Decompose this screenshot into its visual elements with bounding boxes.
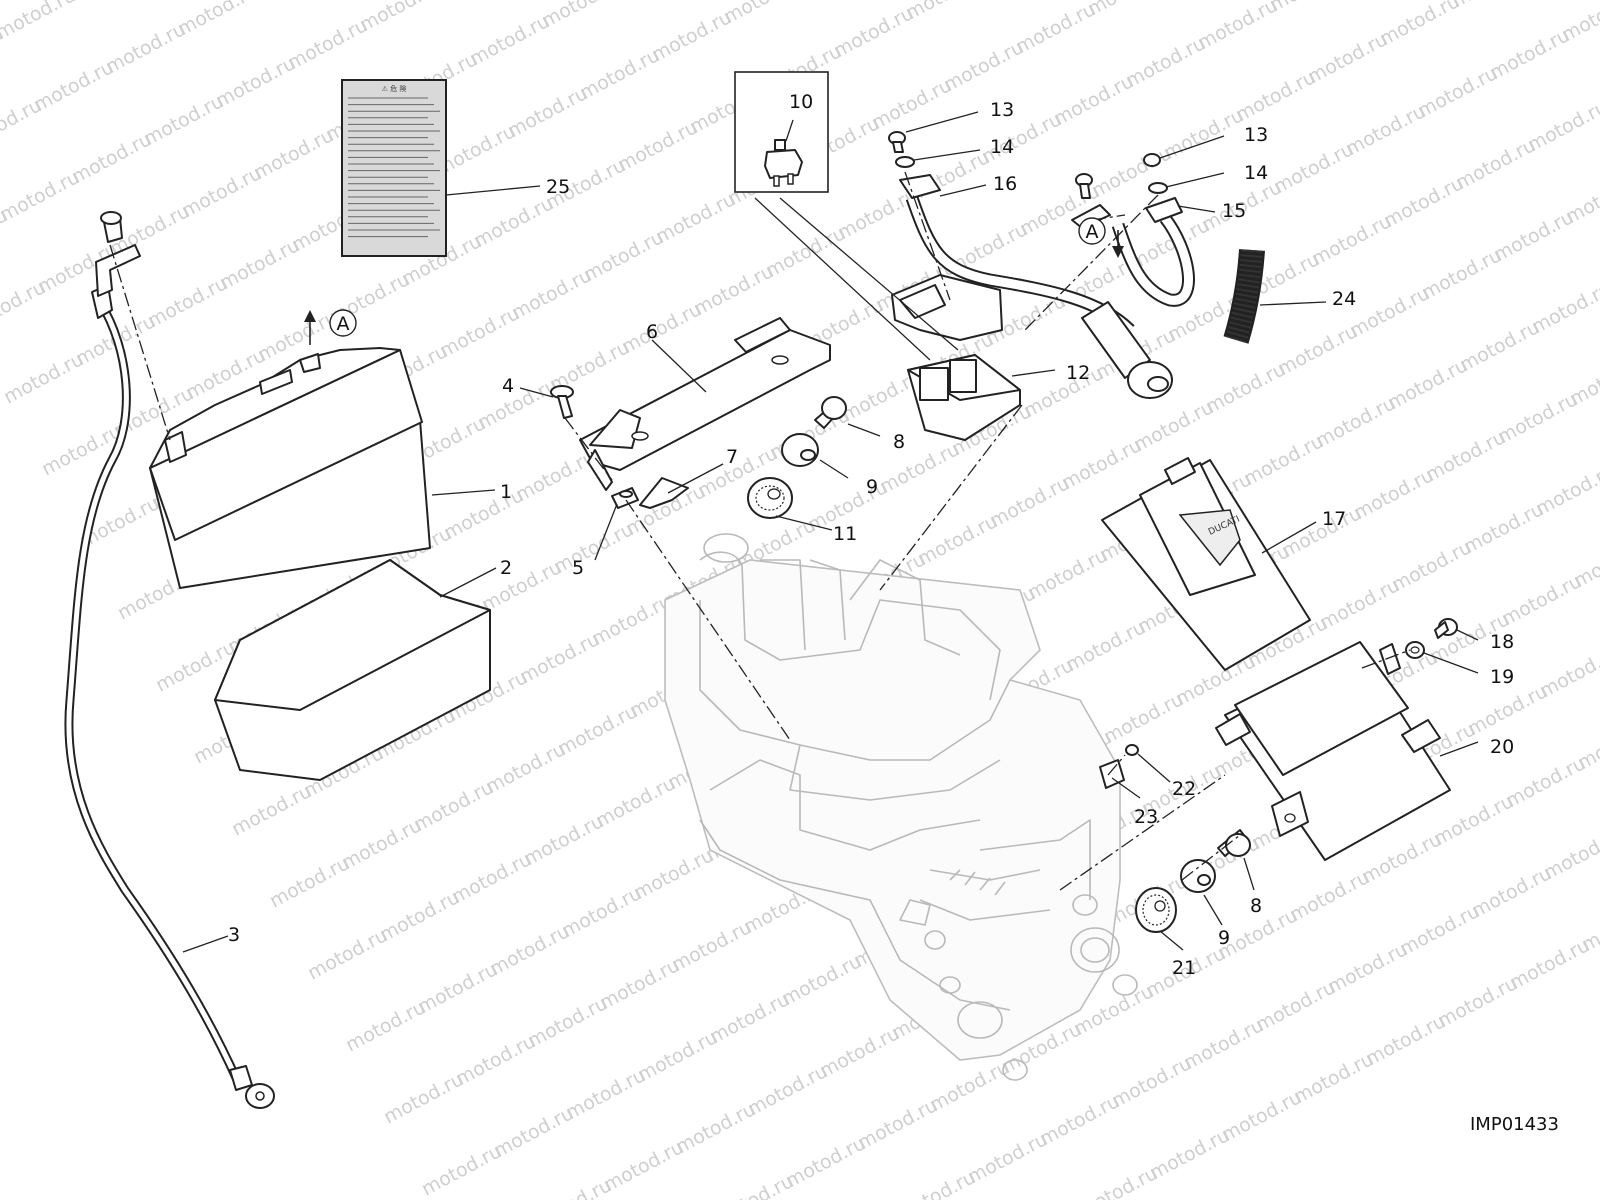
callout-leaders bbox=[182, 111, 1479, 953]
callout-5: 5 bbox=[572, 557, 584, 579]
callout-6: 6 bbox=[646, 321, 658, 343]
bolt-18 bbox=[1434, 618, 1458, 639]
protective-sleeve bbox=[1223, 249, 1265, 344]
callout-2: 2 bbox=[500, 557, 512, 579]
battery bbox=[149, 347, 431, 589]
callout-20: 20 bbox=[1490, 736, 1514, 758]
watermark-text: motod.ru bbox=[1562, 168, 1600, 228]
watermark-text: motod.ru bbox=[902, 0, 989, 24]
watermark-text: motod.ru bbox=[1532, 460, 1600, 520]
washer-14-right bbox=[1148, 182, 1168, 194]
callout-1: 1 bbox=[500, 481, 512, 503]
fuse-detail-box bbox=[734, 71, 829, 193]
watermark-text: motod.ru bbox=[246, 0, 333, 2]
callout-7: 7 bbox=[726, 446, 738, 468]
callout-9-upper: 9 bbox=[866, 476, 878, 498]
watermark-text: motod.ru bbox=[0, 0, 79, 44]
washer-9-upper bbox=[781, 433, 819, 467]
watermark-text: motod.ru bbox=[1194, 0, 1281, 54]
callout-13-left: 13 bbox=[990, 99, 1014, 121]
callout-13-right: 13 bbox=[1244, 124, 1268, 146]
callout-22: 22 bbox=[1172, 778, 1196, 800]
battery-warning-label: ⚠ 危 険 bbox=[341, 79, 447, 257]
callout-16: 16 bbox=[993, 173, 1017, 195]
washer-9-lower bbox=[1180, 859, 1216, 893]
screw-22 bbox=[1125, 744, 1139, 756]
watermark-text: motod.ru bbox=[538, 0, 625, 32]
watermark-text: motod.ru bbox=[356, 0, 443, 36]
clip-5 bbox=[611, 487, 639, 509]
battery-hold-down-bracket bbox=[579, 317, 831, 491]
view-marker-battery-letter: A bbox=[337, 313, 350, 335]
callout-12: 12 bbox=[1066, 362, 1090, 384]
callout-8-lower: 8 bbox=[1250, 895, 1262, 917]
screw-8-lower bbox=[1217, 829, 1251, 857]
relay-cover bbox=[891, 274, 1003, 341]
callout-9-lower: 9 bbox=[1218, 927, 1230, 949]
battery-rubber-pad bbox=[214, 559, 491, 781]
battery-positive-cable bbox=[1071, 197, 1195, 307]
washer-14-left bbox=[895, 156, 915, 168]
callout-14-right: 14 bbox=[1244, 162, 1268, 184]
watermark-text: motod.ru bbox=[1536, 642, 1600, 702]
ground-cable bbox=[64, 211, 275, 1109]
ducati-cover: DUCATI bbox=[1101, 457, 1311, 671]
bolt-13-left bbox=[888, 131, 906, 153]
watermark-text: motod.ru bbox=[1558, 0, 1600, 46]
figure-code: IMP01433 bbox=[1470, 1114, 1559, 1135]
watermark-text: motod.ru bbox=[1528, 278, 1600, 338]
watermark-text: motod.ru bbox=[1570, 532, 1600, 592]
screw-4 bbox=[550, 385, 574, 419]
battery-support-frame bbox=[664, 533, 1138, 1081]
callout-24: 24 bbox=[1332, 288, 1356, 310]
callout-14-left: 14 bbox=[990, 136, 1014, 158]
screw-8-upper bbox=[814, 396, 847, 429]
callout-3: 3 bbox=[228, 924, 240, 946]
electronic-housing bbox=[1215, 641, 1451, 861]
grommet-21-lower bbox=[1135, 887, 1177, 933]
watermark-text: motod.ru bbox=[1448, 0, 1535, 12]
callout-4: 4 bbox=[502, 375, 514, 397]
callout-8-upper: 8 bbox=[893, 431, 905, 453]
callout-19: 19 bbox=[1490, 666, 1514, 688]
watermark-text: motod.ru bbox=[1566, 350, 1600, 410]
watermark-text: motod.ru bbox=[1012, 0, 1099, 58]
callout-21: 21 bbox=[1172, 957, 1196, 979]
bolt-13-right bbox=[1143, 153, 1161, 167]
watermark-text: motod.ru bbox=[64, 0, 151, 6]
callout-15: 15 bbox=[1222, 200, 1246, 222]
callout-23: 23 bbox=[1134, 806, 1158, 828]
watermark-text: motod.ru bbox=[1266, 0, 1353, 16]
starter-relay bbox=[907, 354, 1021, 441]
callout-18: 18 bbox=[1490, 631, 1514, 653]
callout-labels: 1 2 3 4 5 6 7 8 9 10 11 12 13 13 14 14 1… bbox=[228, 91, 1514, 979]
watermark-text: motod.ru bbox=[174, 0, 261, 40]
watermark-text: motod.ru bbox=[1540, 824, 1600, 884]
callout-25: 25 bbox=[546, 176, 570, 198]
view-marker-top: A bbox=[1078, 217, 1124, 258]
bolt-terminal-top bbox=[1075, 173, 1093, 199]
grommet-11-upper bbox=[747, 477, 793, 519]
view-marker-top-letter: A bbox=[1086, 221, 1099, 243]
watermark-text: motod.ru bbox=[720, 0, 807, 28]
callout-10: 10 bbox=[789, 91, 813, 113]
rubber-pad-7 bbox=[639, 477, 689, 509]
callout-11: 11 bbox=[833, 523, 857, 545]
view-marker-battery: A bbox=[304, 309, 357, 345]
warning-label-title: ⚠ 危 険 bbox=[382, 84, 407, 93]
washer-19 bbox=[1405, 641, 1425, 659]
clip-23 bbox=[1099, 759, 1125, 789]
watermark-text: motod.ru bbox=[1376, 0, 1463, 50]
callout-17: 17 bbox=[1322, 508, 1346, 530]
watermark-text: motod.ru bbox=[1524, 96, 1600, 156]
watermark-text: motod.ru bbox=[1084, 0, 1171, 20]
